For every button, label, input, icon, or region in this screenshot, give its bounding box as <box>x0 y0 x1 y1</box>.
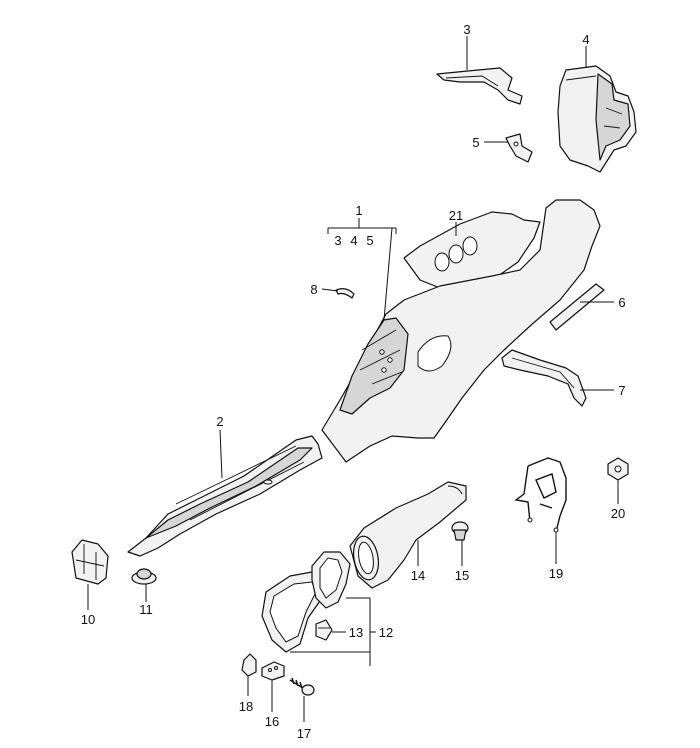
callout-15: 15 <box>455 568 469 583</box>
callout-14: 14 <box>411 568 425 583</box>
callout-12: 12 <box>379 625 393 640</box>
callout-11: 11 <box>139 602 153 617</box>
part-10-block[interactable] <box>71 539 109 585</box>
part-12-seal-inner[interactable] <box>311 551 351 609</box>
part-12-seal-outer[interactable] <box>261 571 327 653</box>
callout-1-sub-5: 5 <box>366 233 373 248</box>
part-1-side-panel[interactable] <box>321 199 601 463</box>
leader-lines <box>87 36 619 722</box>
part-5-small-bracket[interactable] <box>505 133 533 163</box>
part-17-screw[interactable] <box>289 677 315 696</box>
part-16-clip-strip[interactable] <box>261 661 285 681</box>
callout-1: 1 <box>355 203 362 218</box>
callout-3: 3 <box>463 22 470 37</box>
callout-2: 2 <box>216 414 223 429</box>
callout-8: 8 <box>310 282 317 297</box>
part-14-air-duct[interactable] <box>349 481 467 589</box>
part-3-bracket[interactable] <box>436 67 523 105</box>
part-6-strip[interactable] <box>549 283 605 331</box>
callout-19: 19 <box>549 566 563 581</box>
callout-4: 4 <box>582 32 589 47</box>
callout-1-sub-4: 4 <box>350 233 357 248</box>
part-18-clip[interactable] <box>241 653 257 677</box>
part-13-clip[interactable] <box>315 619 333 641</box>
callout-labels: 3 4 5 1 3 4 5 21 8 6 7 2 10 11 12 13 14 … <box>81 22 626 741</box>
part-8-clip[interactable] <box>335 288 355 299</box>
callout-18: 18 <box>239 699 253 714</box>
callout-10: 10 <box>81 612 95 627</box>
callout-21: 21 <box>449 208 463 223</box>
part-11-grommet[interactable] <box>131 568 157 585</box>
part-19-frame-bracket[interactable] <box>514 457 567 533</box>
callout-20: 20 <box>611 506 625 521</box>
callout-7: 7 <box>618 383 625 398</box>
callout-1-sub-3: 3 <box>334 233 341 248</box>
callout-5: 5 <box>472 135 479 150</box>
callout-13: 13 <box>349 625 363 640</box>
callout-6: 6 <box>618 295 625 310</box>
callout-17: 17 <box>297 726 311 741</box>
part-7-trim[interactable] <box>501 349 587 407</box>
callout-16: 16 <box>265 714 279 729</box>
part-2-sill-panel[interactable] <box>127 435 323 557</box>
part-20-nut[interactable] <box>607 457 629 481</box>
part-15-push-nut[interactable] <box>451 521 469 541</box>
part-4-arch-liner[interactable] <box>557 65 637 173</box>
